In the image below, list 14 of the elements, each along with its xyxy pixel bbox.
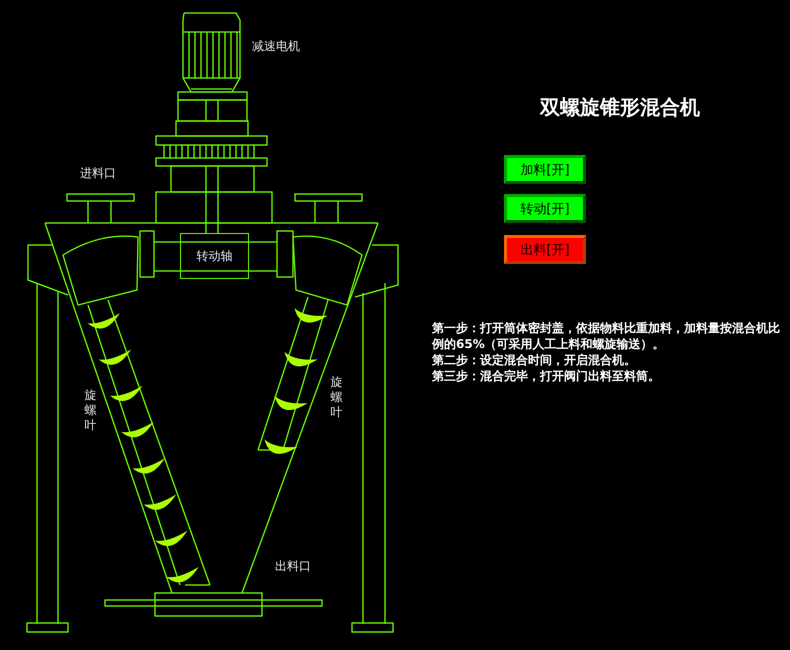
- screw-label: 旋螺叶: [84, 388, 97, 433]
- inlet-label: 进料口: [80, 165, 116, 182]
- switch-button: 加料[开]: [504, 155, 586, 184]
- screw-label: 旋螺叶: [330, 375, 343, 420]
- outlet-label: 出料口: [275, 558, 311, 575]
- switch-button: 转动[开]: [504, 194, 586, 223]
- motor-label: 减速电机: [252, 38, 300, 55]
- title: 双螺旋锥形混合机: [540, 94, 700, 121]
- shaft-label: 转动轴: [196, 248, 232, 264]
- step-text: 第三步：混合完毕，打开阀门出料至料筒。: [432, 368, 661, 384]
- shaft-box: [180, 233, 249, 279]
- step-text: 第二步：设定混合时间，开启混合机。: [432, 352, 637, 368]
- switch-button: 出料[开]: [504, 235, 586, 264]
- step-text: 第一步：打开筒体密封盖，依据物料比重加料，加料量按混合机比例的65%（可采用人工上料和螺旋输送）。: [432, 320, 781, 352]
